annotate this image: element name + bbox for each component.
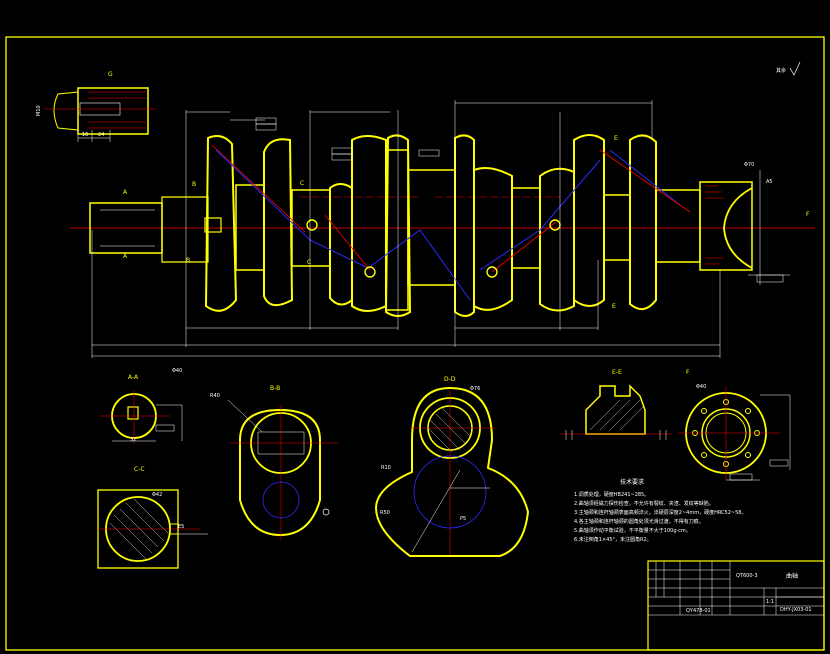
label-c-bottom: C	[307, 259, 311, 266]
title-block: 曲轴 QT600-3 QY478-01 1:1 DHY-JX03-01	[647, 560, 825, 651]
section-ee-view: E-E	[560, 369, 672, 440]
dim-phi40-f: Φ40	[696, 384, 706, 390]
crankshaft-main-view: A A B B C C E E F Φ70 A5 其余	[70, 61, 815, 358]
flange-hatch	[705, 185, 724, 265]
title-material: QT600-3	[736, 573, 758, 579]
label-f-arrow: F	[806, 211, 810, 218]
main-view-dimensions	[91, 100, 790, 358]
dim-24: 24	[98, 132, 104, 138]
tech-req-line-1: 1.调质处理，硬度HB241~285。	[574, 491, 649, 498]
tech-req-line-4: 4.各主轴颈和连杆轴颈的圆角处须光滑过渡，不得有刀痕。	[574, 518, 704, 525]
tech-req-line-6: 6.未注倒角1×45°，未注圆角R2。	[574, 536, 652, 543]
title-part-name: 曲轴	[786, 572, 798, 580]
dim-m10: M10	[36, 105, 42, 116]
label-c-top: C	[300, 180, 304, 187]
dim-phi40-aa: Φ40	[172, 368, 182, 374]
label-b-top: B	[192, 181, 196, 188]
section-cc-label: C-C	[134, 466, 145, 473]
dd-hatch	[427, 407, 471, 453]
bb-hatch	[257, 431, 305, 455]
label-a-top: A	[123, 189, 128, 196]
cc-hatch	[109, 498, 169, 560]
section-g-label: G	[108, 71, 113, 78]
dim-r50: R50	[380, 510, 390, 516]
section-aa-view: A-A Φ40 32	[100, 368, 182, 444]
dim-e5: E5	[178, 524, 184, 530]
section-ee-label: E-E	[612, 369, 622, 376]
tech-req-line-5: 5.曲轴须作动平衡试验，不平衡量不大于100g·cm。	[574, 527, 691, 534]
view-f-label: F	[686, 369, 690, 376]
section-cc-view: C-C Φ42 E5	[97, 466, 208, 569]
view-f-flange: F Φ40	[678, 369, 791, 481]
tech-req-line-3: 3.主轴颈和连杆轴颈表面高频淬火，淬硬层深度2~4mm，硬度HRC52~58。	[574, 509, 746, 516]
section-aa-label: A-A	[128, 374, 139, 381]
title-drawing-no: QY478-01	[686, 608, 711, 614]
title-scale: 1:1	[766, 599, 774, 605]
dim-r10: R10	[381, 465, 391, 471]
label-a-bottom: A	[123, 253, 128, 260]
dim-r40: R40	[210, 393, 220, 399]
title-sheet-no: DHY-JX03-01	[780, 607, 812, 613]
tech-req-line-2: 2.曲轴须经磁力探伤检查，不允许有裂纹、夹渣、发纹等缺陷。	[574, 500, 714, 507]
dim-phi42: Φ42	[152, 492, 162, 498]
section-bb-label: B-B	[270, 385, 280, 392]
label-e-bottom: E	[612, 303, 616, 310]
section-dd-view: D-D Φ76 R10 R50 P5	[374, 376, 530, 557]
dim-phi76: Φ76	[470, 386, 480, 392]
technical-requirements: 技术要求 1.调质处理，硬度HB241~285。 2.曲轴须经磁力探伤检查，不允…	[574, 478, 746, 543]
ee-hatch	[589, 399, 645, 431]
roughness-note: 其余	[776, 67, 786, 74]
dim-16: 16	[82, 132, 88, 138]
section-bb-view: B-B R40	[210, 385, 338, 540]
label-a5: A5	[766, 179, 773, 185]
label-e-top: E	[614, 135, 618, 142]
section-g-view: G 16 24 M10	[36, 71, 156, 142]
tech-req-title: 技术要求	[620, 478, 644, 486]
section-dd-label: D-D	[444, 376, 456, 383]
dim-32: 32	[130, 437, 136, 443]
dim-p5: P5	[460, 516, 466, 522]
label-phi70: Φ70	[744, 162, 754, 168]
drawing-border	[5, 36, 825, 651]
label-b-bottom: B	[186, 257, 190, 264]
